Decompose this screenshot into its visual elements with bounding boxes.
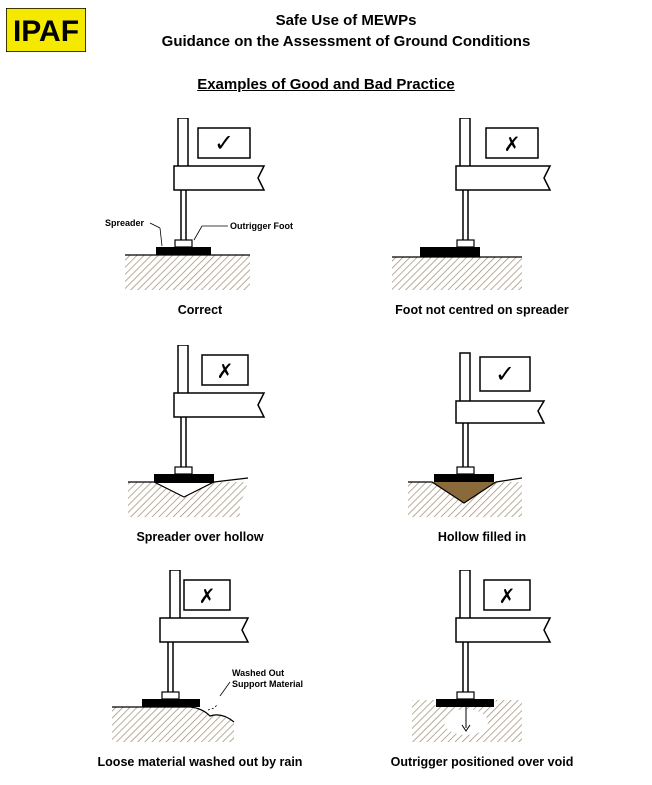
panel-loose-material: ✗ Washed Out Support Material Loose mate… [90, 570, 310, 785]
cross-icon: ✗ [499, 584, 516, 608]
ipaf-logo: IPAF [6, 8, 86, 52]
section-heading: Examples of Good and Bad Practice [197, 76, 455, 93]
panel-hollow-filled-in: ✓ Hollow filled in [372, 345, 592, 560]
caption: Spreader over hollow [136, 530, 264, 544]
spreader [420, 247, 480, 257]
spreader [156, 247, 211, 255]
spreader-label: Spreader [105, 218, 145, 228]
panel-spreader-over-hollow: ✗ Spreader over hollow [90, 345, 310, 560]
panel-foot-not-centred: ✗ Foot not centred on spreader [372, 118, 592, 333]
support-material-label: Support Material [232, 679, 303, 689]
cross-icon: ✗ [217, 359, 234, 383]
check-icon: ✓ [214, 129, 234, 157]
caption: Hollow filled in [437, 530, 527, 544]
logo-text: IPAF [13, 15, 79, 48]
caption: Loose material washed out by rain [97, 755, 303, 769]
check-icon: ✓ [495, 360, 515, 388]
panel-over-void: ✗ Outrigger positioned over void [372, 570, 592, 785]
mark-box [197, 127, 251, 159]
outrigger-foot-label: Outrigger Foot [230, 221, 293, 231]
caption: Correct [177, 303, 223, 317]
cross-icon: ✗ [199, 584, 216, 608]
page-subtitle: Guidance on the Assessment of Ground Con… [161, 33, 531, 50]
washed-out-label: Washed Out [232, 668, 284, 678]
cross-icon: ✗ [504, 132, 521, 156]
fill-material [432, 482, 496, 503]
caption: Outrigger positioned over void [390, 755, 574, 769]
panel-correct: ✓ Spreader Outrigger Foot Correct [90, 118, 310, 333]
ground [125, 255, 250, 290]
page-title: Safe Use of MEWPs [275, 12, 417, 29]
caption: Foot not centred on spreader [395, 303, 569, 317]
